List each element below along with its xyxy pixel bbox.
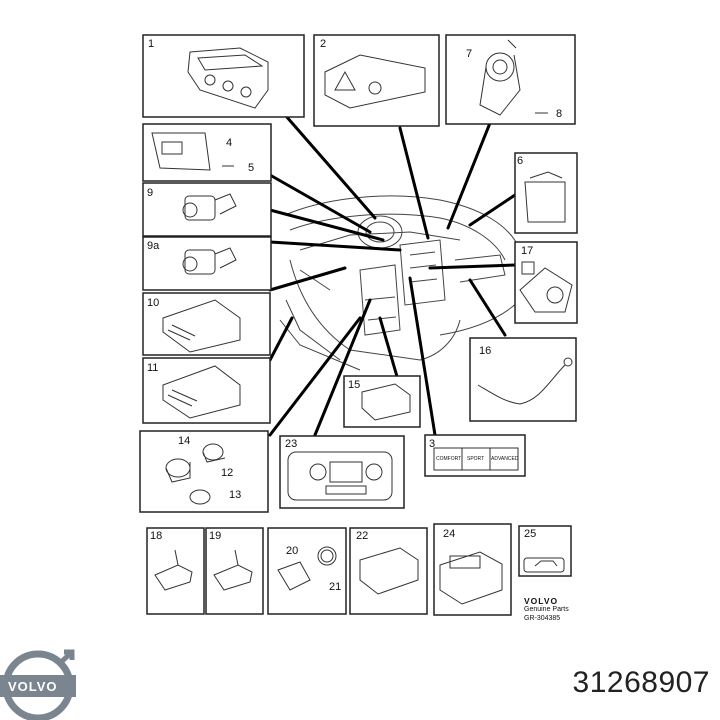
callout-9a: 9a (147, 240, 160, 252)
callout-9: 9 (147, 187, 154, 199)
callout-4: 4 (226, 137, 233, 149)
callout-5: 5 (248, 162, 255, 174)
button-label-comfort: COMFORT (436, 456, 462, 462)
part-box-2 (313, 34, 440, 127)
callout-1: 1 (148, 38, 155, 50)
callout-25: 25 (524, 528, 537, 540)
part-box-15 (343, 375, 421, 428)
callout-7: 7 (466, 48, 473, 60)
callout-13: 13 (229, 489, 242, 501)
part-box-20-21 (267, 527, 347, 615)
part-box-3 (424, 434, 526, 477)
part-box-24 (433, 523, 512, 616)
part-box-12-14 (139, 430, 269, 513)
callout-21: 21 (329, 581, 342, 593)
part-box-16 (469, 337, 577, 422)
callout-3: 3 (429, 438, 436, 450)
volvo-logo (0, 649, 76, 720)
callout-17: 17 (521, 245, 534, 257)
callout-15: 15 (348, 379, 361, 391)
callout-10: 10 (147, 297, 160, 309)
callout-23: 23 (285, 438, 298, 450)
part-box-9a (142, 236, 272, 291)
part-box-1 (142, 34, 305, 118)
button-label-sport: SPORT (467, 456, 485, 462)
callout-18: 18 (150, 530, 163, 542)
part-box-11 (142, 357, 271, 424)
callout-11: 11 (147, 362, 159, 374)
part-box-4-5 (142, 123, 272, 182)
part-box-22 (349, 527, 428, 615)
callout-20: 20 (286, 545, 299, 557)
part-box-7-8 (445, 34, 576, 125)
callout-24: 24 (443, 528, 456, 540)
button-label-advanced: ADVANCED (491, 456, 519, 462)
part-box-9 (142, 182, 272, 237)
footer-brand: VOLVO (524, 596, 559, 606)
footer-subtitle: Genuine Parts (524, 606, 569, 613)
callout-19: 19 (209, 530, 222, 542)
part-box-23 (279, 435, 405, 509)
callout-14: 14 (178, 435, 191, 447)
part-box-6 (514, 152, 578, 234)
callout-12: 12 (221, 467, 234, 479)
part-number: 31268907 (572, 666, 710, 699)
part-box-19 (205, 527, 264, 615)
callout-22: 22 (356, 530, 369, 542)
footer-reference: GR-304385 (524, 615, 561, 622)
callout-2: 2 (320, 38, 327, 50)
part-box-17 (514, 241, 578, 324)
part-box-18 (146, 527, 205, 615)
part-box-25 (518, 525, 572, 577)
callout-16: 16 (479, 345, 492, 357)
logo-text: VOLVO (8, 679, 58, 694)
part-box-10 (142, 292, 271, 356)
callout-8: 8 (556, 108, 563, 120)
callout-6: 6 (517, 155, 524, 167)
leader-lines (268, 98, 517, 437)
